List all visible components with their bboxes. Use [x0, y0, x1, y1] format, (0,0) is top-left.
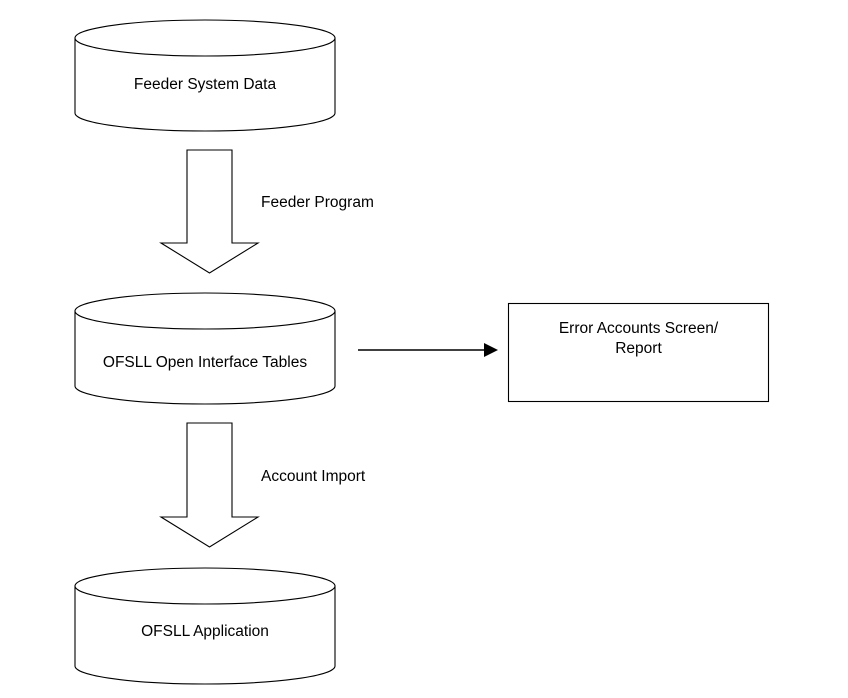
edge-account-import-label: Account Import [261, 468, 366, 485]
node-ofsll-application-label: OFSLL Application [141, 623, 269, 640]
node-feeder-system-data-label: Feeder System Data [133, 76, 277, 93]
node-error-accounts-label: Error Accounts Screen/ Report [518, 319, 759, 359]
node-open-interface-tables-shape[interactable] [74, 292, 336, 405]
edge-feeder-program-label: Feeder Program [261, 194, 374, 211]
node-error-accounts-shape[interactable] [507, 302, 770, 403]
edge-error-connector-arrow[interactable] [358, 343, 498, 357]
edge-account-import-arrow[interactable] [159, 422, 260, 548]
node-ofsll-application-shape[interactable] [74, 567, 336, 685]
node-open-interface-tables-label: OFSLL Open Interface Tables [102, 354, 308, 371]
node-error-accounts-label-line1: Error Accounts Screen/ [558, 320, 719, 337]
edge-feeder-program-arrow[interactable] [159, 149, 260, 274]
node-error-accounts-label-line2: Report [615, 340, 662, 357]
node-feeder-system-data-shape[interactable] [74, 19, 336, 132]
